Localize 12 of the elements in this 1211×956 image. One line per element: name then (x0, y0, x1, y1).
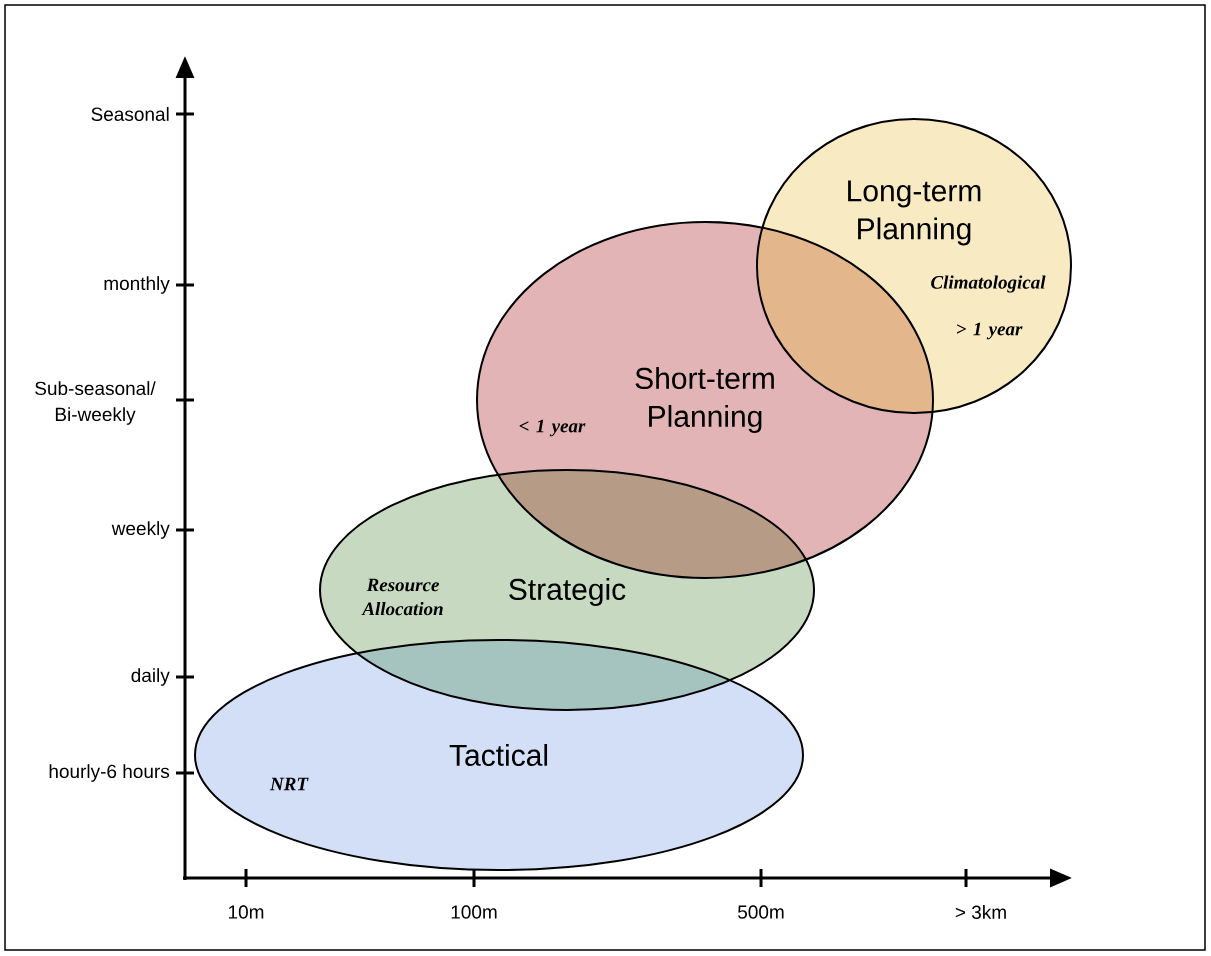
tick-label: 10m (228, 905, 264, 919)
tick-label: weekly (111, 521, 170, 539)
ellipse-region: Resource Allocation Strategic (319, 469, 815, 711)
tick-label: monthly (104, 276, 170, 294)
tick-label: > 3km (955, 905, 1006, 919)
tick-label: Sub-seasonal/ Bi-weekly (35, 381, 156, 425)
tick-label: 500m (738, 905, 784, 919)
ellipse-region: Tactical NRT (194, 639, 804, 871)
tick-label: Seasonal (91, 107, 169, 121)
tick-label: hourly-6 hours (49, 764, 170, 782)
tick-label: 100m (451, 905, 497, 919)
tick-label: daily (131, 668, 170, 686)
